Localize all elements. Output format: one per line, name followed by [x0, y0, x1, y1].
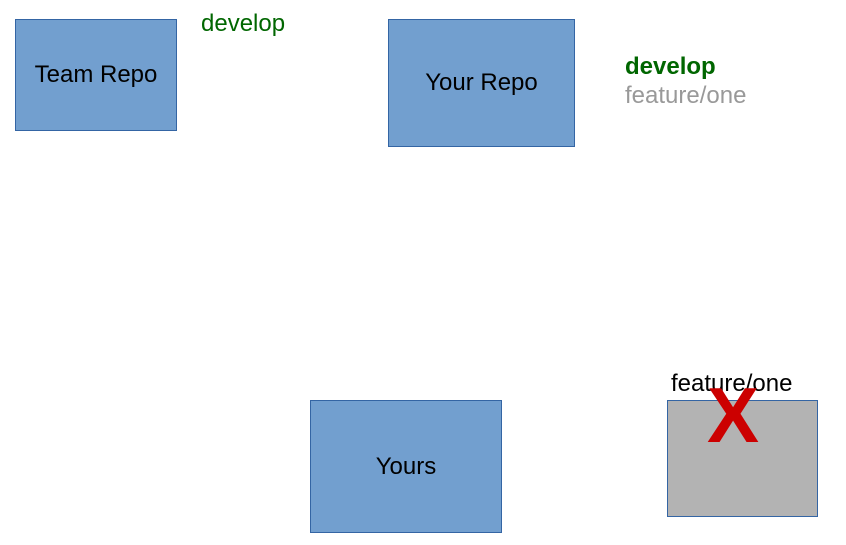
- your-repo-active-branch-label: develop: [625, 53, 716, 80]
- deleted-branch-label: feature/one: [671, 370, 793, 397]
- your-repo-label: Your Repo: [425, 69, 538, 96]
- your-repo-other-branch-label: feature/one: [625, 82, 747, 109]
- team-repo-label: Team Repo: [34, 61, 158, 88]
- team-repo-box: Team Repo: [15, 19, 177, 131]
- your-repo-box: Your Repo: [388, 19, 575, 147]
- deleted-branch-box: [667, 400, 818, 517]
- yours-box: Yours: [310, 400, 502, 533]
- deleted-x-mark: X: [707, 371, 760, 459]
- yours-label: Yours: [375, 452, 437, 480]
- team-repo-branch-label: develop: [201, 10, 286, 37]
